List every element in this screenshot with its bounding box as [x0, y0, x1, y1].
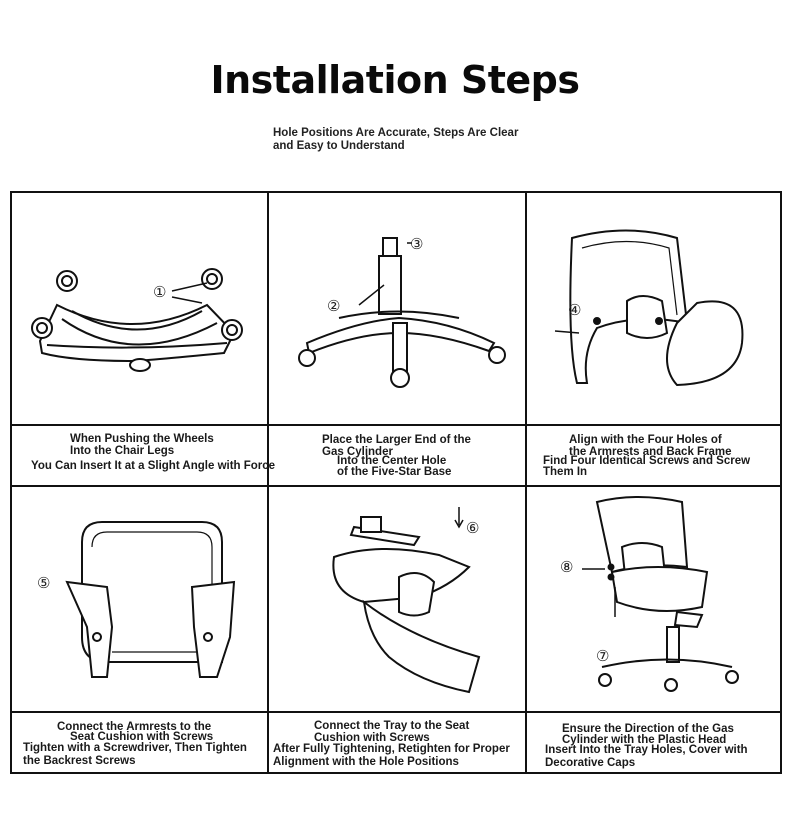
tray-seat-drawing: [332, 507, 481, 694]
step-4-caption-line-2: Seat Cushion with Screws: [70, 731, 214, 743]
step-6-marker-7: ⑦: [596, 647, 610, 665]
step-1-caption-line-1: When Pushing the Wheels: [70, 433, 214, 445]
chair-base-drawing: [31, 268, 243, 372]
backrest-armrest-drawing: [554, 229, 744, 387]
step-4-caption-line-1: Connect the Armrests to the: [57, 721, 212, 733]
step-2-caption-line-2: Gas Cylinder: [322, 446, 393, 458]
steps-grid: ① ③ ② ④: [10, 191, 782, 774]
step-4-marker: ⑤: [37, 574, 51, 592]
grid-divider-caption-2: [12, 711, 780, 713]
page-subtitle: Hole Positions Are Accurate, Steps Are C…: [273, 127, 519, 152]
step-1-illustration: ①: [12, 193, 267, 424]
step-2-marker-2: ②: [327, 297, 341, 315]
armrest-seat-drawing: [65, 521, 236, 678]
complete-chair-drawing: [582, 496, 739, 692]
step-5-caption-line-1: Connect the Tray to the Seat: [314, 720, 470, 732]
step-3-caption-line-1: Align with the Four Holes of: [569, 434, 722, 446]
wheel-icon: [598, 670, 739, 692]
step-2-caption-line-4: of the Five-Star Base: [337, 466, 452, 478]
step-6-marker-8: ⑧: [560, 558, 574, 576]
step-3-caption-line-4: Them In: [543, 466, 588, 478]
step-5-illustration: ⑥: [269, 487, 525, 711]
step-2-marker-3: ③: [410, 235, 424, 253]
step-5-marker: ⑥: [466, 519, 480, 537]
step-5-caption-line-2: Cushion with Screws: [314, 732, 430, 744]
step-5-caption-line-4: Alignment with the Hole Positions: [273, 756, 459, 768]
step-6-illustration: ⑧ ⑦: [527, 487, 782, 711]
grid-divider-caption-1: [12, 424, 780, 426]
step-1-caption-line-2: Into the Chair Legs: [70, 445, 175, 457]
step-6-caption-line-1: Ensure the Direction of the Gas: [562, 723, 734, 735]
wheel-icon: [31, 268, 243, 341]
grid-divider-row: [12, 485, 780, 487]
grid-divider-vertical-1: [267, 193, 269, 772]
step-4-caption-line-4: the Backrest Screws: [23, 755, 136, 767]
gas-cylinder-drawing: [298, 237, 506, 388]
step-3-caption-line-3: Find Four Identical Screws and Screw: [543, 455, 751, 467]
step-2-caption-line-1: Place the Larger End of the: [322, 434, 471, 446]
step-6-caption-line-2: Cylinder with the Plastic Head: [562, 734, 727, 746]
step-5-caption-line-3: After Fully Tightening, Retighten for Pr…: [273, 743, 510, 755]
grid-divider-vertical-2: [525, 193, 527, 772]
step-2-caption-line-3: Into the Center Hole: [337, 455, 447, 467]
step-4-illustration: ⑤: [12, 487, 267, 711]
step-6-caption-line-4: Decorative Caps: [545, 757, 636, 769]
step-3-illustration: ④: [527, 193, 782, 424]
page-title: Installation Steps: [210, 58, 580, 102]
wheel-icon: [298, 346, 506, 388]
step-6-caption-line-3: Insert Into the Tray Holes, Cover with: [545, 744, 748, 756]
step-2-illustration: ③ ②: [269, 193, 525, 424]
step-3-marker: ④: [568, 301, 582, 319]
step-4-caption-line-3: Tighten with a Screwdriver, Then Tighten: [23, 742, 247, 754]
step-3-caption-line-2: the Armrests and Back Frame: [569, 446, 732, 458]
step-1-caption-line-3: You Can Insert It at a Slight Angle with…: [31, 460, 276, 472]
step-1-marker: ①: [153, 283, 167, 301]
